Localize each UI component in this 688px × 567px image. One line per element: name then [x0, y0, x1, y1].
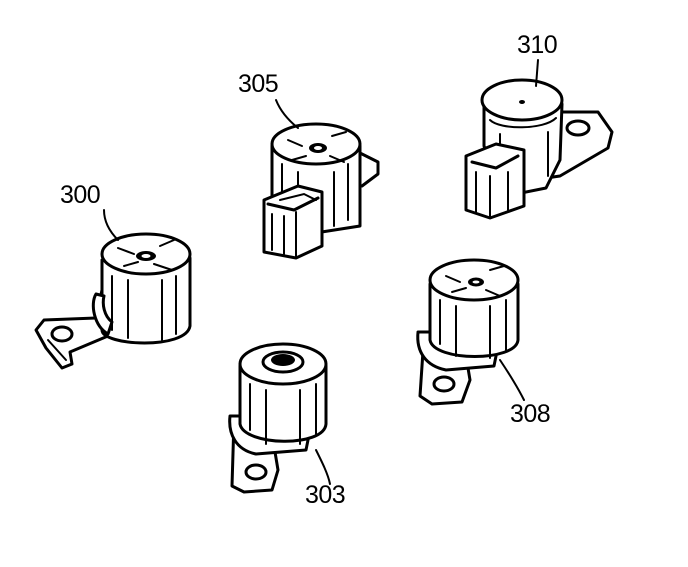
callout-label-300: 300	[60, 181, 101, 209]
solenoid-310	[464, 78, 614, 220]
solenoid-308	[416, 258, 520, 406]
callout-label-310: 310	[517, 31, 558, 59]
leader-line-303	[315, 449, 331, 485]
leader-lines	[103, 59, 539, 485]
solenoid-305	[262, 122, 380, 260]
callout-label-308: 308	[510, 400, 551, 428]
leader-line-305	[275, 99, 299, 129]
leader-line-310	[535, 59, 539, 87]
solenoid-303	[228, 342, 328, 494]
callout-label-305: 305	[238, 70, 279, 98]
solenoid-300	[34, 232, 192, 370]
leader-line-308	[499, 359, 525, 401]
callout-label-303: 303	[305, 481, 346, 509]
leader-line-300	[103, 209, 119, 241]
